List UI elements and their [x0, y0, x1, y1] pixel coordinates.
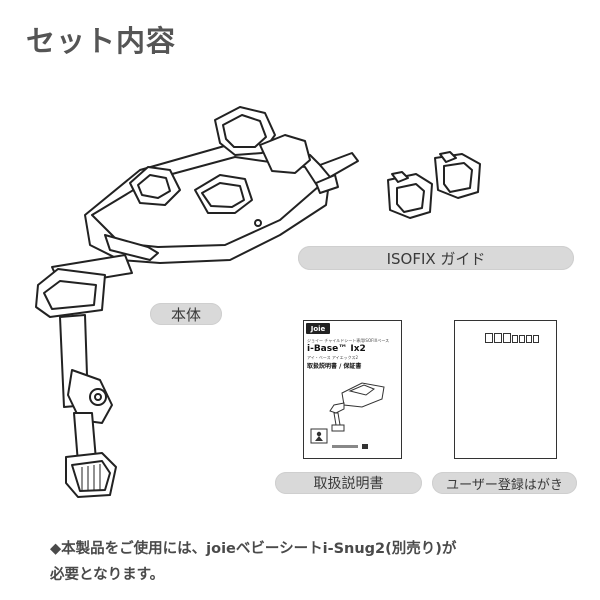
- postal-code-boxes: [485, 333, 539, 343]
- manual-product-name: i-Base™ Ix2: [307, 344, 366, 354]
- brand-logo: Joie: [306, 323, 330, 334]
- manual-label: 取扱説明書: [275, 472, 422, 494]
- postcard-illustration: [454, 320, 557, 459]
- main-body-label: 本体: [150, 303, 222, 325]
- manual-footer-bar: [332, 444, 368, 449]
- page-title: セット内容: [26, 24, 177, 58]
- manual-product-kana: アイ・ベース アイエックス2: [307, 355, 359, 360]
- isofix-guide-label: ISOFIX ガイド: [298, 246, 574, 270]
- manual-subtitle: ジョイー チャイルドシート専用ISOFIXベース: [307, 338, 390, 343]
- registration-card-label: ユーザー登録はがき: [432, 472, 577, 494]
- note-line-1: ◆本製品をご使用には、joieベビーシートi-Snug2(別売り)が: [50, 541, 457, 557]
- child-seat-badge-icon: [310, 428, 328, 444]
- note-line-2: 必要となります。: [50, 567, 165, 583]
- isofix-base-illustration: [35, 106, 359, 498]
- manual-heading: 取扱説明書 / 保証書: [307, 363, 362, 370]
- manual-product-drawing: [329, 382, 385, 432]
- requirement-note: ◆本製品をご使用には、joieベビーシートi-Snug2(別売り)が 必要となり…: [50, 536, 590, 588]
- manual-illustration: Joie ジョイー チャイルドシート専用ISOFIXベース i-Base™ Ix…: [303, 320, 402, 459]
- isofix-guide-illustration: [387, 151, 481, 219]
